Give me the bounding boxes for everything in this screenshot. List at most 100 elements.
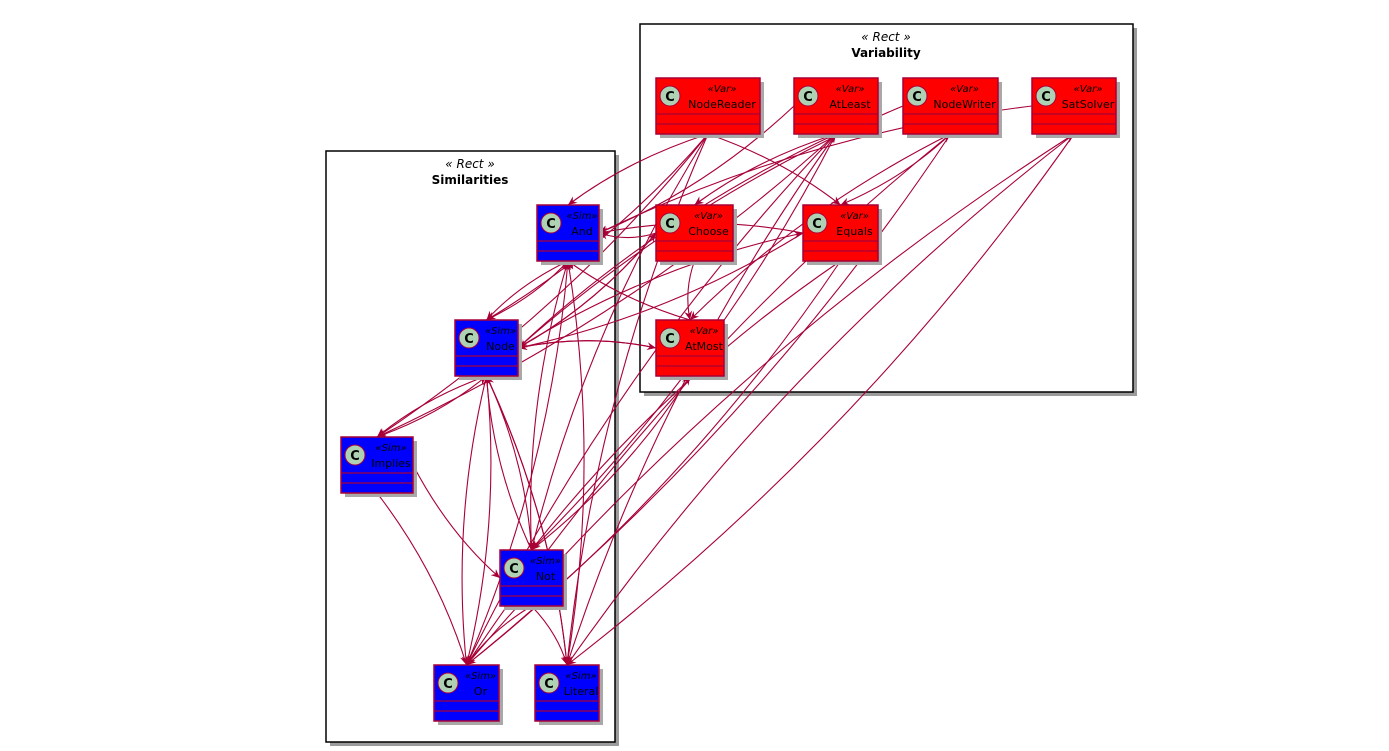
class-box — [534, 664, 600, 722]
package-title: Similarities — [432, 173, 509, 187]
class-stereotype: «Var» — [836, 84, 865, 95]
class-literal[interactable]: C «Sim» Literal — [534, 664, 603, 725]
class-box — [454, 319, 519, 377]
class-not[interactable]: C «Sim» Not — [499, 549, 567, 610]
class-stereotype: «Var» — [694, 211, 723, 222]
class-stereotype: «Sim» — [565, 671, 596, 682]
edge-or-to-and — [465, 260, 572, 666]
class-name: Choose — [688, 225, 729, 238]
class-stereotype: «Sim» — [530, 556, 561, 567]
edge-literal-to-atleast — [566, 133, 837, 666]
class-badge-icon — [540, 212, 562, 234]
class-badge-letter: C — [546, 217, 556, 232]
class-badge-letter: C — [443, 677, 453, 692]
class-badge-icon — [806, 212, 828, 234]
edge-or-to-node — [465, 375, 492, 666]
class-name: Not — [536, 570, 556, 583]
edge-choose-to-atmost — [684, 260, 696, 321]
class-badge-letter: C — [665, 332, 675, 347]
package-stereotype: « Rect » — [861, 30, 910, 44]
edge-node-to-implies — [376, 375, 487, 438]
class-stereotype: «Sim» — [465, 671, 496, 682]
class-name: AtLeast — [829, 98, 871, 111]
class-choose[interactable]: C «Var» Choose — [655, 204, 737, 265]
edge-satsolver-to-literal — [566, 133, 1075, 666]
class-satsolver[interactable]: C«Var»SatSolver — [1031, 77, 1120, 138]
edge-literal-to-and — [565, 260, 585, 666]
class-name: SatSolver — [1062, 98, 1115, 111]
class-stereotype: «Sim» — [485, 326, 516, 337]
class-stereotype: «Var» — [708, 84, 737, 95]
edge-atleast-to-implies — [376, 133, 837, 438]
class-name: NodeWriter — [933, 98, 996, 111]
class-name: Or — [474, 685, 488, 698]
edge-not-to-atmost — [531, 375, 691, 551]
class-badge-icon — [797, 85, 819, 107]
class-name: AtMost — [685, 340, 724, 353]
edge-implies-to-node — [376, 375, 487, 438]
edge-literal-to-node — [486, 375, 568, 666]
class-equals[interactable]: C «Var» Equals — [802, 204, 882, 265]
edge-nodereader-to-and — [567, 133, 709, 206]
class-badge-letter: C — [912, 90, 922, 105]
class-badge-icon — [437, 672, 459, 694]
class-name: NodeReader — [688, 98, 756, 111]
edge-node-to-or — [461, 375, 488, 666]
class-nodewriter[interactable]: C «Var» NodeWriter — [902, 77, 1002, 138]
class-name: Node — [486, 340, 515, 353]
package-stereotype: « Rect » — [445, 157, 494, 171]
class-atleast[interactable]: C «Var» AtLeast — [793, 77, 882, 138]
class-stereotype: «Var» — [690, 326, 719, 337]
class-atmost[interactable]: C «Var» AtMost — [655, 319, 728, 380]
class-badge-icon — [503, 557, 525, 579]
edge-node-to-equals — [517, 230, 804, 349]
package-title: Variability — [851, 46, 921, 60]
edge-implies-to-or — [376, 492, 468, 666]
class-badge-letter: C — [350, 449, 360, 464]
class-badge-icon — [1035, 85, 1057, 107]
class-stereotype: «Var» — [840, 211, 869, 222]
edge-nodewriter-to-equals — [840, 133, 951, 206]
edge-equals-to-node — [517, 232, 804, 351]
class-badge-letter: C — [812, 217, 822, 232]
edge-atleast-to-choose — [694, 133, 837, 206]
class-badge-letter: C — [464, 332, 474, 347]
class-stereotype: «Sim» — [375, 443, 406, 454]
edge-literal-to-satsolver — [566, 133, 1075, 666]
edge-nodereader-to-not — [529, 133, 709, 551]
class-badge-icon — [906, 85, 928, 107]
class-implies[interactable]: C«Sim»Implies — [340, 436, 417, 497]
edge-atmost-to-and — [567, 260, 691, 321]
edge-not-to-and — [530, 260, 570, 551]
class-or[interactable]: C «Sim» Or — [433, 664, 503, 725]
edge-equals-to-not — [531, 260, 841, 551]
class-badge-letter: C — [1041, 90, 1051, 105]
class-nodereader[interactable]: C «Var» NodeReader — [655, 77, 764, 138]
class-badge-icon — [659, 85, 681, 107]
class-badge-icon — [659, 212, 681, 234]
edge-equals-to-or — [466, 260, 841, 666]
class-badge-letter: C — [665, 90, 675, 105]
class-name: Literal — [564, 685, 599, 698]
class-badge-letter: C — [803, 90, 813, 105]
class-badge-letter: C — [665, 217, 675, 232]
class-name: And — [571, 225, 592, 238]
class-badge-icon — [344, 444, 366, 466]
class-badge-icon — [659, 327, 681, 349]
class-node[interactable]: C «Sim» Node — [454, 319, 522, 380]
class-badge-icon — [458, 327, 480, 349]
class-badge-letter: C — [509, 562, 519, 577]
class-stereotype: «Var» — [950, 84, 979, 95]
class-badge-icon — [538, 672, 560, 694]
class-badge-letter: C — [544, 677, 554, 692]
edge-atleast-to-and — [598, 105, 795, 234]
edge-and-to-node — [486, 260, 569, 321]
edge-node-to-atmost — [517, 340, 657, 351]
edge-node-to-and — [486, 260, 569, 321]
class-and[interactable]: C«Sim»And — [536, 204, 603, 265]
edge-not-to-literal — [531, 605, 569, 666]
edge-implies-to-not — [412, 464, 501, 579]
edge-nodereader-to-implies — [376, 133, 709, 438]
class-name: Equals — [836, 225, 873, 238]
